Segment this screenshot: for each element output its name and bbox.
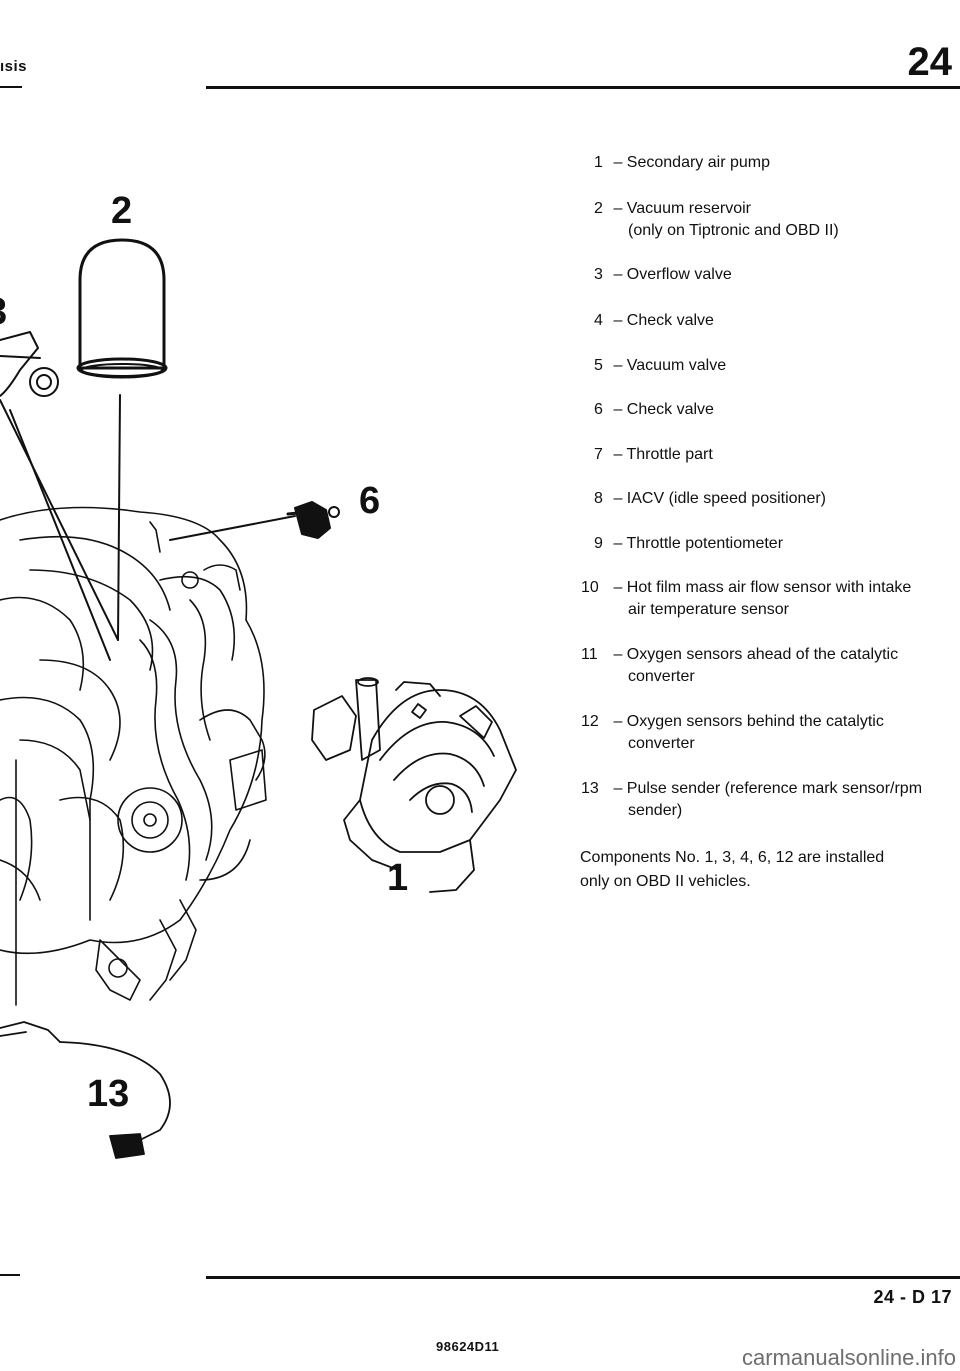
legend-text: – Oxygen sensors ahead of the catalytic (613, 646, 899, 663)
header-rule (206, 86, 960, 89)
legend-number: 3 (594, 266, 603, 283)
document-code: 98624D11 (436, 1339, 500, 1354)
callout-2: 2 (111, 190, 133, 232)
header-left-rule (0, 86, 22, 88)
legend-text: – IACV (idle speed positioner) (613, 490, 827, 507)
legend-number: 4 (594, 312, 603, 329)
legend-item: 1 – Secondary air pump (594, 152, 954, 174)
legend-number: 11 (581, 646, 598, 663)
legend-text: – Check valve (613, 312, 714, 329)
legend-continuation: converter (628, 735, 695, 752)
callout-3: 3 (0, 293, 7, 331)
legend-text: – Oxygen sensors behind the catalytic (613, 713, 884, 730)
check-valve-drawing (169, 501, 340, 541)
legend-continuation: air temperature sensor (628, 601, 789, 618)
legend-number: 10 (581, 579, 599, 596)
legend-item: 2 – Vacuum reservoir (only on Tiptronic … (594, 198, 954, 242)
legend-continuation: (only on Tiptronic and OBD II) (628, 222, 839, 239)
legend-number: 2 (594, 200, 603, 217)
secondary-air-pump-drawing (311, 677, 517, 893)
engine-illustration (0, 238, 517, 1159)
legend-text: – Hot film mass air flow sensor with int… (613, 579, 912, 596)
pulse-sender-drawing (0, 1021, 171, 1159)
legend-item: 11 – Oxygen sensors ahead of the catalyt… (581, 644, 941, 688)
legend-text: – Vacuum reservoir (613, 200, 751, 217)
legend-item: 8 – IACV (idle speed positioner) (594, 488, 954, 510)
legend-number: 1 (594, 154, 603, 171)
section-title-fragment: ısis (0, 58, 28, 75)
obd-note: Components No. 1, 3, 4, 6, 12 are instal… (580, 846, 940, 894)
legend-text: – Overflow valve (613, 266, 732, 283)
chapter-number: 24 (907, 40, 953, 84)
overflow-valve-drawing (0, 331, 119, 661)
legend-item: 9 – Throttle potentiometer (594, 533, 954, 555)
footer-rule (206, 1276, 960, 1279)
legend-number: 6 (594, 401, 603, 418)
legend-item: 12 – Oxygen sensors behind the catalytic… (581, 711, 941, 755)
legend-item: 10 – Hot film mass air flow sensor with … (581, 577, 941, 621)
legend-text: – Throttle part (613, 446, 713, 463)
legend-item: 3 – Overflow valve (594, 264, 954, 286)
legend-text: – Secondary air pump (613, 154, 770, 171)
callout-13: 13 (87, 1073, 130, 1115)
legend-number: 8 (594, 490, 603, 507)
legend-number: 12 (581, 713, 599, 730)
legend-text: – Vacuum valve (613, 357, 727, 374)
footer-left-rule (0, 1274, 20, 1276)
legend-item: 4 – Check valve (594, 310, 954, 332)
legend-item: 7 – Throttle part (594, 444, 954, 466)
legend-item: 13 – Pulse sender (reference mark sensor… (581, 778, 941, 822)
legend-item: 6 – Check valve (594, 399, 954, 421)
legend-number: 9 (594, 535, 603, 552)
callout-6: 6 (359, 480, 381, 522)
legend-text: – Check valve (613, 401, 714, 418)
legend-number: 7 (594, 446, 603, 463)
vacuum-reservoir-drawing (76, 238, 168, 641)
watermark: carmanualsonline.info (741, 1345, 956, 1370)
legend-text: – Pulse sender (reference mark sensor/rp… (613, 780, 923, 797)
legend-continuation: sender) (628, 802, 683, 819)
legend-item: 5 – Vacuum valve (594, 355, 954, 377)
obd-note-line1: Components No. 1, 3, 4, 6, 12 are instal… (580, 849, 885, 866)
legend-continuation: converter (628, 668, 695, 685)
callout-1: 1 (387, 857, 409, 899)
legend-text: – Throttle potentiometer (613, 535, 784, 552)
legend-number: 5 (594, 357, 603, 374)
engine-block-drawing (0, 506, 267, 1006)
legend-number: 13 (581, 780, 599, 797)
page-number: 24 - D 17 (873, 1287, 952, 1307)
obd-note-line2: only on OBD II vehicles. (580, 873, 751, 890)
